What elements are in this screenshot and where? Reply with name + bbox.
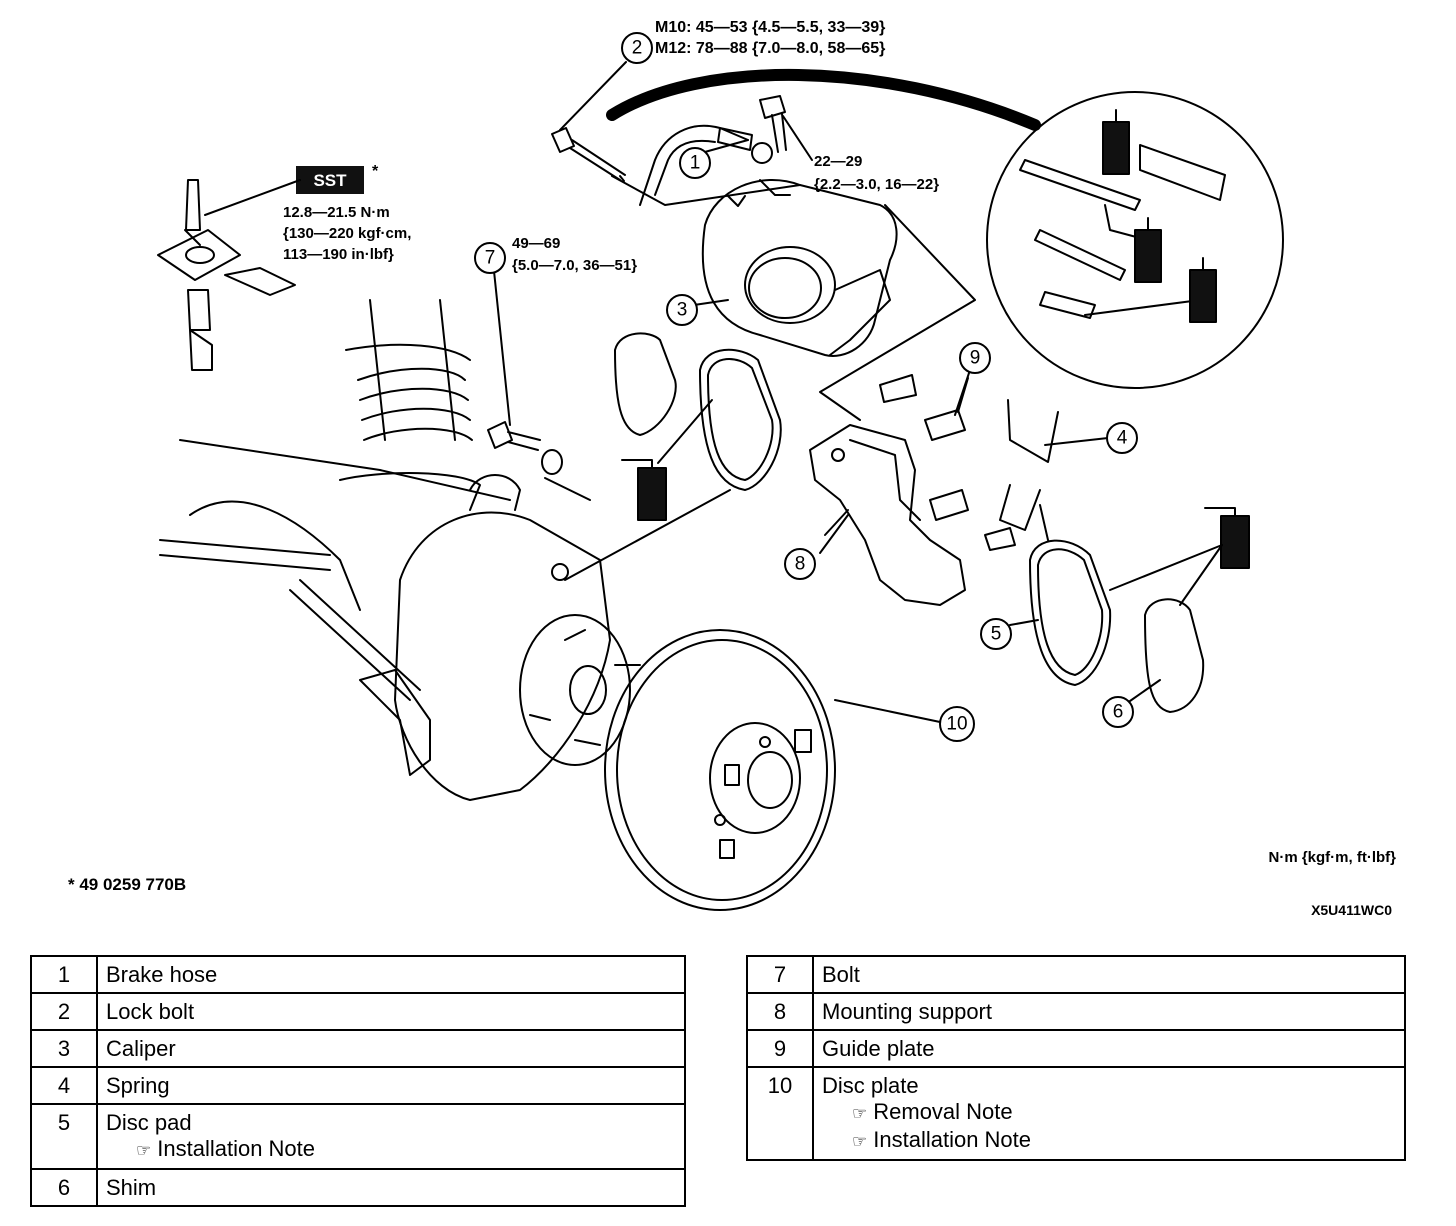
line-art: [157, 61, 1284, 911]
part-name: Lock bolt: [96, 992, 686, 1031]
torque-bleeder-line3: 113—190 in·lbf}: [283, 246, 394, 263]
part-number: 6: [30, 1168, 98, 1207]
part-number: 9: [746, 1029, 814, 1068]
sst-badge: SST: [296, 166, 364, 194]
slide-pin-detail-circle: [986, 91, 1284, 389]
parts-table-left: 1 Brake hose 2 Lock bolt 3 Caliper 4 Spr…: [30, 955, 686, 1207]
spring-4: [1007, 399, 1059, 463]
torque-hose-bolt-line2: {2.2—3.0, 16—22}: [814, 176, 939, 193]
disc-plate-10: [604, 629, 836, 911]
note-label: Removal Note: [873, 1099, 1013, 1124]
svg-text:9: 9: [970, 348, 981, 369]
caliper-body: [701, 179, 898, 357]
torque-lock-bolt-m10: M10: 45—53 {4.5—5.5, 33—39}: [655, 19, 885, 36]
part-name: Disc plate: [822, 1073, 919, 1098]
part-number: 8: [746, 992, 814, 1031]
svg-text:5: 5: [991, 624, 1002, 645]
torque-bolt7-line2: {5.0—7.0, 36—51}: [512, 257, 637, 274]
callout-4: 4: [1106, 422, 1138, 454]
disc-pad-inner: [614, 332, 677, 436]
svg-text:1: 1: [690, 153, 701, 174]
brake-exploded-diagram: M10: 45—53 {4.5—5.5, 33—39} M12: 78—88 {…: [68, 19, 1397, 918]
part-name: Caliper: [96, 1029, 686, 1068]
sst-part-number: * 49 0259 770B: [68, 875, 186, 894]
sst-asterisk: *: [372, 163, 379, 180]
guide-plate-9: [924, 409, 969, 521]
part-number: 5: [30, 1103, 98, 1170]
callout-5: 5: [980, 618, 1012, 650]
torque-bleeder-line1: 12.8—21.5 N·m: [283, 204, 390, 221]
torque-hose-bolt-line1: 22—29: [814, 153, 862, 170]
part-name: Brake hose: [96, 955, 686, 994]
part-name: Shim: [96, 1168, 686, 1207]
svg-text:7: 7: [485, 248, 496, 269]
bolt-7: [487, 421, 541, 451]
parts-table-right: 7 Bolt 8 Mounting support 9 Guide plate …: [746, 955, 1406, 1161]
table-row: 1 Brake hose: [30, 955, 686, 994]
table-row: 4 Spring: [30, 1066, 686, 1105]
table-row: 5 Disc pad ☞ Installation Note: [30, 1103, 686, 1170]
callout-7: 7: [474, 242, 506, 274]
table-row: 6 Shim: [30, 1168, 686, 1207]
part-cell: Disc pad ☞ Installation Note: [96, 1103, 686, 1170]
part-number: 1: [30, 955, 98, 994]
part-name: Disc pad: [106, 1110, 192, 1135]
svg-text:3: 3: [677, 300, 688, 321]
shim-6: [1144, 598, 1205, 713]
callout-9: 9: [959, 342, 991, 374]
callout-6: 6: [1102, 696, 1134, 728]
part-number: 4: [30, 1066, 98, 1105]
callout-8: 8: [784, 548, 816, 580]
part-number: 7: [746, 955, 814, 994]
part-name: Spring: [96, 1066, 686, 1105]
table-row: 10 Disc plate ☞ Removal Note ☞ Installatio…: [746, 1066, 1406, 1161]
pointing-hand-icon: ☞: [852, 1132, 868, 1151]
part-number: 3: [30, 1029, 98, 1068]
figure-code: X5U411WC0: [1311, 902, 1392, 918]
strut: [369, 299, 456, 441]
part-name: Mounting support: [812, 992, 1406, 1031]
part-cell: Disc plate ☞ Removal Note ☞ Installation N…: [812, 1066, 1406, 1161]
svg-text:10: 10: [946, 714, 967, 735]
removal-note-link[interactable]: ☞ Removal Note: [822, 1099, 1396, 1127]
callout-10: 10: [939, 706, 975, 742]
part-name: Guide plate: [812, 1029, 1406, 1068]
part-number: 2: [30, 992, 98, 1031]
table-row: 8 Mounting support: [746, 992, 1406, 1031]
lock-bolt-2: [551, 127, 626, 182]
installation-note-link[interactable]: ☞ Installation Note: [106, 1136, 676, 1164]
callout-2: 2: [621, 32, 653, 64]
part-number: 10: [746, 1066, 814, 1161]
pointing-hand-icon: ☞: [136, 1141, 152, 1160]
hose-bolt: [759, 95, 787, 153]
torque-bolt7-line1: 49—69: [512, 235, 560, 252]
knuckle: [394, 511, 611, 801]
svg-text:2: 2: [632, 38, 643, 59]
svg-text:8: 8: [795, 554, 806, 575]
disc-pad-5: [1029, 539, 1112, 686]
callout-3: 3: [666, 294, 698, 326]
torque-bleeder-line2: {130—220 kgf·cm,: [283, 225, 411, 242]
installation-note-link[interactable]: ☞ Installation Note: [822, 1127, 1396, 1155]
svg-text:4: 4: [1117, 428, 1128, 449]
pointing-hand-icon: ☞: [852, 1104, 868, 1123]
svg-text:SST: SST: [313, 171, 347, 190]
torque-lock-bolt-m12: M12: 78—88 {7.0—8.0, 58—65}: [655, 40, 885, 57]
svg-text:6: 6: [1113, 702, 1124, 723]
table-row: 7 Bolt: [746, 955, 1406, 994]
table-row: 9 Guide plate: [746, 1029, 1406, 1068]
brake-hose-curve: [606, 69, 1041, 131]
note-label: Installation Note: [157, 1136, 316, 1161]
table-row: 2 Lock bolt: [30, 992, 686, 1031]
hub: [519, 614, 631, 766]
note-label: Installation Note: [873, 1127, 1032, 1152]
disc-pad-outer: [699, 348, 782, 491]
part-name: Bolt: [812, 955, 1406, 994]
table-row: 3 Caliper: [30, 1029, 686, 1068]
mounting-support-8: [809, 424, 966, 606]
units-legend: N·m {kgf·m, ft·lbf}: [1269, 849, 1397, 866]
callout-1: 1: [679, 147, 711, 179]
